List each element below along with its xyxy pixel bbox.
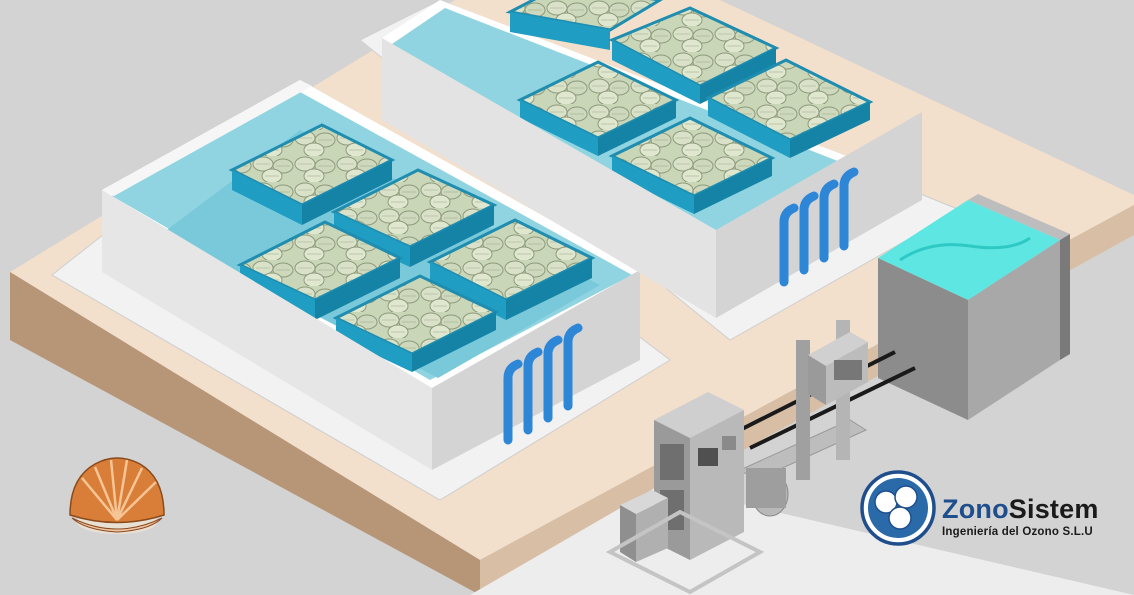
scallop-tray	[236, 220, 404, 320]
culture-tank-right	[359, 0, 962, 341]
outlet-pipes	[503, 323, 583, 445]
brand-name: ZonoSistem	[942, 496, 1099, 523]
scallop-shell-icon	[69, 457, 165, 534]
scallop-tray	[228, 123, 396, 225]
scallop-tray	[332, 274, 500, 372]
brand-name-part2: Sistem	[1008, 494, 1099, 524]
ozone-mixing-skid	[738, 320, 868, 517]
water-reservoir	[878, 194, 1070, 420]
outlet-pipes	[779, 167, 859, 287]
scallop-tray	[426, 218, 596, 320]
scallop-tray	[704, 58, 874, 158]
company-tagline: Ingeniería del Ozono S.L.U	[942, 526, 1093, 538]
company-logo: ZonoSistem Ingeniería del Ozono S.L.U	[942, 496, 1099, 539]
culture-tank-left	[51, 79, 671, 501]
scallop-tray	[516, 60, 680, 156]
ozone-molecule-icon	[860, 470, 936, 546]
scallop-tray	[608, 116, 776, 214]
scallop-tray	[505, 0, 663, 50]
ozone-generator	[605, 392, 765, 595]
brand-name-part1: Zono	[942, 494, 1009, 524]
scallop-tray	[608, 6, 780, 104]
